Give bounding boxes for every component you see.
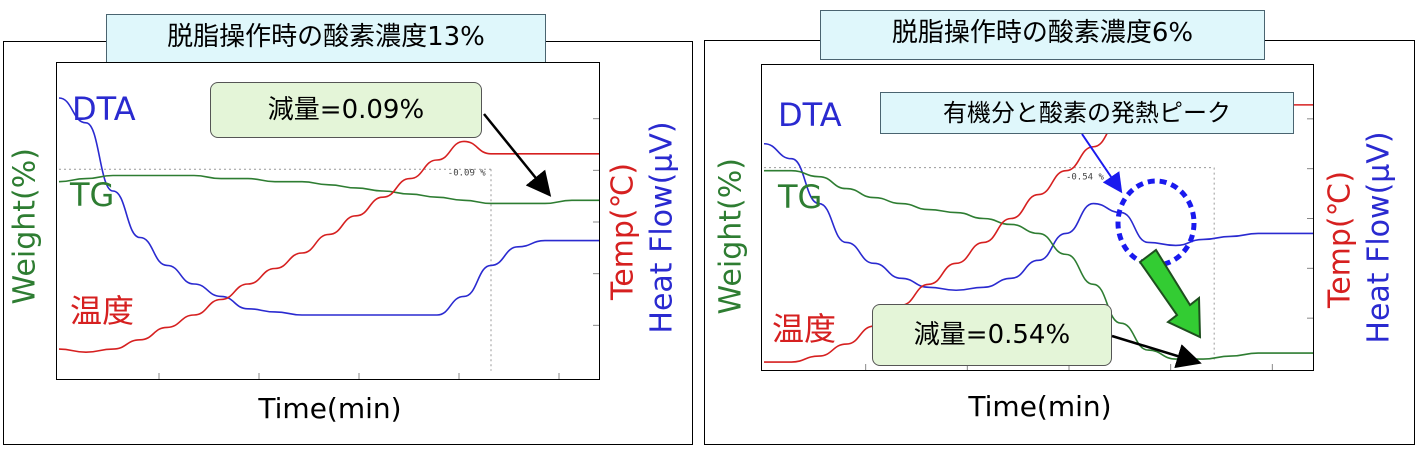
left-ylabel-weight: Weight(%) (7, 148, 43, 305)
series-line-dta (763, 142, 1313, 292)
left-ylabel-heatflow: Heat Flow(μV) (644, 121, 680, 334)
left-ylabel-temp: Temp(℃) (605, 162, 641, 301)
series-line-dta (58, 97, 599, 316)
right-ylabel-weight: Weight(%) (713, 158, 749, 315)
left-loss-annotation: 減量=0.09% (210, 82, 482, 138)
left-tg-label: TG (70, 176, 115, 214)
reference-value-label: -0.09 % (448, 169, 487, 179)
right-ylabel-heatflow: Heat Flow(μV) (1361, 131, 1397, 344)
right-tg-label: TG (778, 178, 823, 216)
series-line-tg (58, 174, 599, 205)
left-temp-label: 温度 (70, 292, 135, 330)
right-temp-label: 温度 (772, 310, 837, 348)
right-peak-note: 有機分と酸素の発熱ピーク (880, 92, 1294, 134)
right-dta-label: DTA (778, 96, 842, 134)
left-panel-title: 脱脂操作時の酸素濃度13% (106, 14, 546, 64)
right-panel-title: 脱脂操作時の酸素濃度6% (820, 10, 1265, 60)
left-xlabel: Time(min) (258, 392, 402, 425)
right-ylabel-temp: Temp(℃) (1322, 170, 1358, 309)
series-line-tg (763, 169, 1313, 360)
right-loss-annotation: 減量=0.54% (872, 304, 1112, 366)
right-xlabel: Time(min) (968, 390, 1112, 423)
left-dta-label: DTA (72, 90, 136, 128)
reference-value-label: -0.54 % (1066, 173, 1105, 183)
